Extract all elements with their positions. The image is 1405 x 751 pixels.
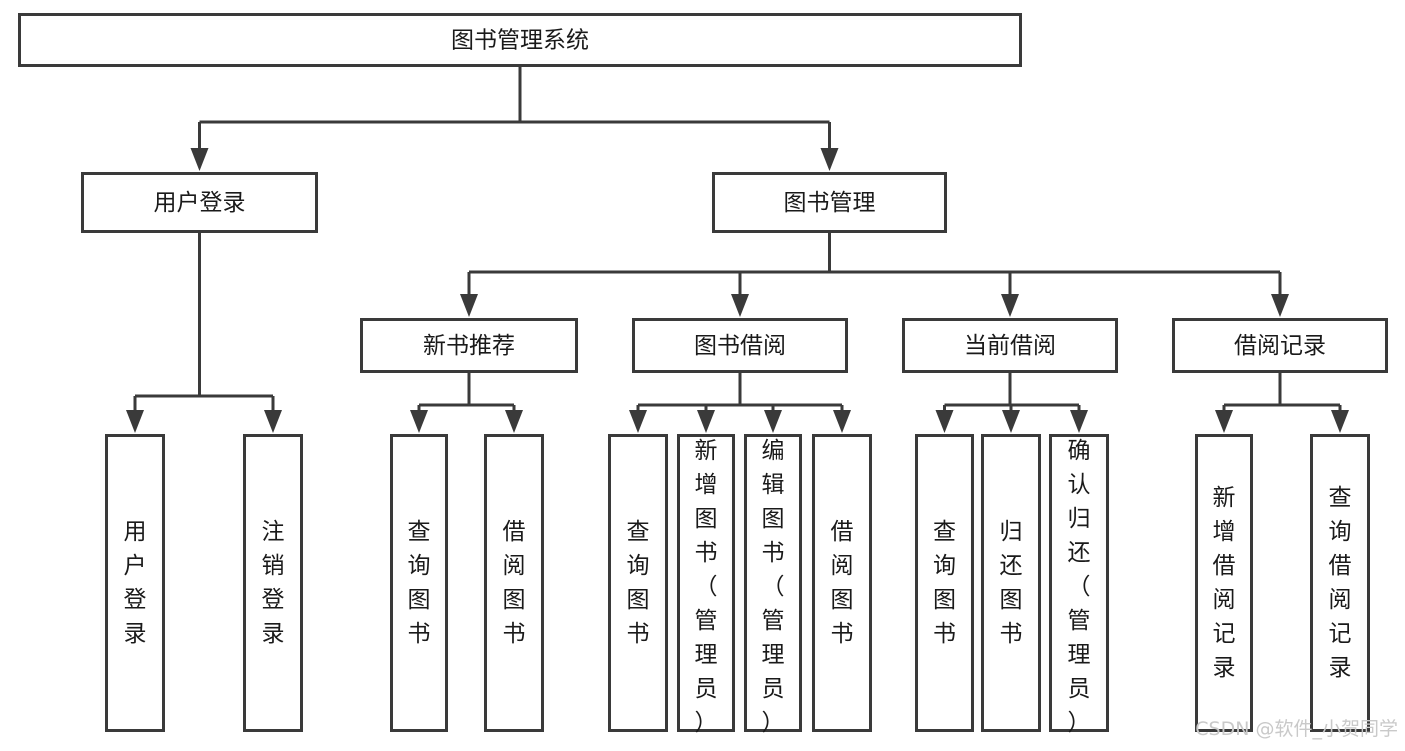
arrow-head-icon (1001, 294, 1019, 317)
node-label: 图书管理系统 (451, 28, 589, 54)
node-label: 新书推荐 (423, 333, 515, 359)
node-box (1049, 434, 1109, 732)
arrow-head-icon (629, 410, 647, 433)
arrow-head-icon (731, 294, 749, 317)
connector-group-book-borrow (629, 373, 851, 433)
node-label: 新增借阅记录 (1213, 485, 1236, 681)
node-box (632, 318, 848, 373)
node-label: 查询图书 (408, 519, 431, 647)
arrow-head-icon (1271, 294, 1289, 317)
node-box (105, 434, 165, 732)
node-box (915, 434, 974, 732)
node-label: 图书借阅 (694, 333, 786, 359)
connector-group-current-borrow (935, 373, 1088, 433)
arrow-head-icon (820, 148, 839, 171)
node-current-borrow[interactable]: 当前借阅 (902, 318, 1118, 373)
node-label: 确认归还（管理员） (1068, 438, 1091, 736)
arrow-head-icon (505, 410, 523, 433)
node-box (1310, 434, 1370, 732)
node-label: 新增图书（管理员） (695, 438, 718, 736)
node-leaf-add-book-admin[interactable]: 新增图书（管理员） (677, 434, 735, 737)
node-leaf-edit-book-admin[interactable]: 编辑图书（管理员） (744, 434, 802, 737)
node-leaf-query-book-2[interactable]: 查询图书 (608, 434, 668, 732)
node-leaf-borrow-book-2[interactable]: 借阅图书 (812, 434, 872, 732)
arrow-head-icon (1215, 410, 1233, 433)
node-box (484, 434, 544, 732)
connector-layer (126, 67, 1349, 433)
arrow-head-icon (697, 410, 715, 433)
node-label: 借阅图书 (503, 519, 526, 647)
node-leaf-confirm-return-admin[interactable]: 确认归还（管理员） (1049, 434, 1109, 737)
connector-group-user-login (126, 233, 282, 433)
connector-group-new-book-recommend (410, 373, 523, 433)
node-label: 查询图书 (627, 519, 650, 647)
node-box (81, 172, 318, 233)
connector-group-root (190, 67, 839, 171)
arrow-head-icon (935, 410, 954, 433)
node-box (1195, 434, 1253, 732)
node-box (812, 434, 872, 732)
arrow-head-icon (410, 410, 428, 433)
node-leaf-return-book[interactable]: 归还图书 (981, 434, 1041, 732)
arrow-head-icon (1070, 410, 1088, 433)
node-leaf-logout-login[interactable]: 注销登录 (243, 434, 303, 732)
node-label: 查询图书 (933, 519, 956, 647)
arrow-head-icon (764, 410, 782, 433)
connector-group-book-manage (460, 233, 1289, 317)
node-root[interactable]: 图书管理系统 (18, 13, 1022, 67)
arrow-head-icon (1331, 410, 1349, 433)
node-box (18, 13, 1022, 67)
node-borrow-record[interactable]: 借阅记录 (1172, 318, 1388, 373)
node-box (712, 172, 947, 233)
arrow-head-icon (460, 294, 478, 317)
connector-group-borrow-record (1215, 373, 1349, 433)
node-box (902, 318, 1118, 373)
node-label: 归还图书 (1000, 519, 1023, 647)
node-new-book-recommend[interactable]: 新书推荐 (360, 318, 578, 373)
arrow-head-icon (264, 410, 282, 433)
node-leaf-user-login[interactable]: 用户登录 (105, 434, 165, 732)
node-box (390, 434, 448, 732)
node-leaf-query-book-3[interactable]: 查询图书 (915, 434, 974, 732)
node-box (243, 434, 303, 732)
node-label: 借阅记录 (1234, 333, 1326, 359)
node-label: 查询借阅记录 (1329, 485, 1352, 681)
node-leaf-borrow-book-1[interactable]: 借阅图书 (484, 434, 544, 732)
node-box (677, 434, 735, 732)
node-label: 当前借阅 (964, 333, 1056, 359)
node-box (744, 434, 802, 732)
csdn-watermark: CSDN @软件_小贺同学 (1195, 718, 1398, 740)
node-leaf-query-book-1[interactable]: 查询图书 (390, 434, 448, 732)
arrow-head-icon (833, 410, 851, 433)
node-label: 编辑图书（管理员） (762, 438, 785, 736)
node-label: 借阅图书 (831, 519, 854, 647)
node-book-borrow[interactable]: 图书借阅 (632, 318, 848, 373)
node-box (1172, 318, 1388, 373)
arrow-head-icon (1002, 410, 1020, 433)
node-book-manage[interactable]: 图书管理 (712, 172, 947, 233)
node-leaf-query-borrow-record[interactable]: 查询借阅记录 (1310, 434, 1370, 732)
node-layer: 图书管理系统用户登录图书管理新书推荐图书借阅当前借阅借阅记录用户登录注销登录查询… (18, 13, 1388, 737)
node-user-login[interactable]: 用户登录 (81, 172, 318, 233)
node-label: 用户登录 (124, 519, 147, 647)
node-box (360, 318, 578, 373)
arrow-head-icon (126, 410, 144, 433)
node-label: 图书管理 (784, 190, 876, 216)
arrow-head-icon (190, 148, 209, 171)
node-box (608, 434, 668, 732)
node-label: 用户登录 (154, 190, 246, 216)
node-leaf-add-borrow-record[interactable]: 新增借阅记录 (1195, 434, 1253, 732)
node-label: 注销登录 (262, 519, 285, 647)
node-box (981, 434, 1041, 732)
